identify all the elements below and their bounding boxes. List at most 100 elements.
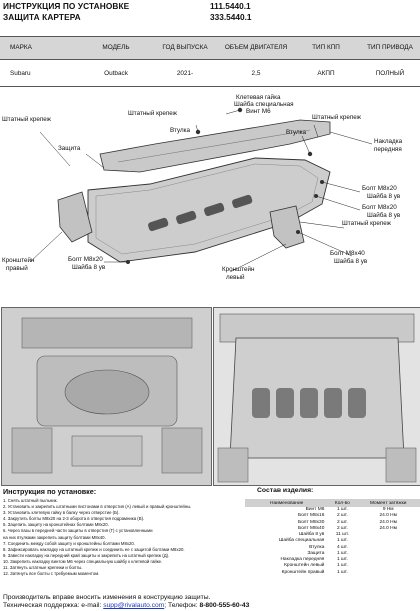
components-header-row: Наименование Кол-во Момент затяжки (245, 499, 420, 507)
item-name: Шайба 8 ув (299, 532, 325, 538)
support-line: Техническая поддержка: e-mail: supp@riva… (3, 602, 418, 610)
right-bracket-shape (57, 191, 93, 243)
instruction-step: 8. Зафиксировать накладку на штатный кре… (3, 546, 185, 552)
underbody-before-illustration (2, 308, 211, 485)
label-bolt-m8x20-r2: Болт М8х20 (362, 204, 397, 211)
table-row: Шайба 8 ув 11 шт. (245, 532, 420, 538)
exploded-assembly-diagram: Штатный крепеж Штатный крепеж Втулка Кле… (0, 92, 420, 307)
label-front-pad-1: Накладка (374, 138, 403, 145)
col-drive: ТИП ПРИВОДА (360, 36, 420, 60)
item-torque: 24.0 Нм (379, 519, 397, 525)
components-title: Состав изделия: (257, 487, 314, 494)
label-special-washer: Шайба специальная (234, 101, 294, 108)
col-brand: МАРКА (0, 36, 82, 60)
item-torque: 9 Нм (382, 507, 394, 513)
instruction-step: 6. Через пазы в передней части защиты в … (3, 528, 153, 534)
label-bolt-m8x20-bottom: Болт М8х20 (68, 256, 103, 263)
article-code-1: 111.5440.1 (210, 1, 251, 11)
components-table: Наименование Кол-во Момент затяжки Винт … (245, 499, 420, 576)
item-name: Накладка передняя (280, 557, 325, 563)
label-washer-r1: Шайба 8 ув (367, 193, 401, 200)
guard-slot-4 (232, 194, 253, 209)
label-front-pad-2: передняя (374, 146, 402, 153)
label-screw-m6: Винт М6 (246, 108, 271, 115)
model-value: Outback (82, 59, 150, 87)
item-qty: 1 шт. (336, 538, 348, 544)
item-name: Защита (307, 550, 325, 556)
support-email-link[interactable]: supp@rivalauto.com (103, 602, 165, 610)
product-title: ЗАЩИТА КАРТЕРА (3, 12, 81, 22)
item-name: Винт М6 (305, 507, 325, 513)
label-std-mount-top: Штатный крепеж (128, 110, 177, 117)
front-pad-fold (117, 129, 311, 163)
label-bracket-left-2: левый (226, 274, 245, 281)
item-torque: 24.0 Нм (379, 525, 397, 531)
underbody-photo-installed (213, 307, 420, 486)
underbody-installed-illustration (214, 308, 420, 485)
item-name: Кронштейн правый (281, 569, 325, 575)
instructions-section: Инструкция по установке: 1. Снять штатны… (0, 484, 420, 594)
vehicle-specs-table: МАРКА МОДЕЛЬ ГОД ВЫПУСКА ОБЪЕМ ДВИГАТЕЛЯ… (0, 36, 420, 87)
item-qty: 1 шт. (336, 557, 348, 563)
item-torque (356, 570, 420, 576)
label-washer-r2: Шайба 8 ув (367, 212, 401, 219)
label-washer-m8x40: Шайба 8 ув (334, 258, 368, 265)
col-year: ГОД ВЫПУСКА (150, 36, 220, 60)
col-torque: Момент затяжки (356, 499, 420, 507)
item-qty: 11 шт. (335, 532, 349, 538)
instruction-step: 4. Закрутить болты М8х20 на 2-3 оборота … (3, 516, 145, 522)
table-row: Защита 1 шт. (245, 551, 420, 557)
col-name: Наименование (245, 499, 329, 507)
drive-value: ПОЛНЫЙ (360, 59, 420, 87)
footer: Производитель вправе вносить изменения в… (3, 594, 418, 611)
item-qty: 2 шт. (336, 525, 348, 531)
label-bolt-m8x40: Болт М8х40 (330, 250, 365, 257)
instruction-step: 12. Затянуть все болты с требуемым момен… (3, 571, 100, 577)
brand-value: Subaru (0, 59, 82, 87)
year-value: 2021- (150, 59, 220, 87)
label-bushing-top: Втулка (170, 127, 191, 134)
label-std-mount-right: Штатный крепеж (312, 114, 361, 121)
guard-slot-1 (148, 217, 169, 232)
guard-rim (95, 163, 319, 255)
assembly-drawing (29, 107, 373, 273)
instruction-step: 10. Закрепить накладку винтом М6 через с… (3, 558, 163, 564)
table-row: Кронштейн правый 1 шт. (245, 570, 420, 576)
instruction-steps: 1. Снять штатный пыльник. 2. Установить … (3, 498, 248, 577)
instruction-step: 3. Установить клетевую гайку в балку чер… (3, 510, 120, 516)
instruction-title: ИНСТРУКЦИЯ ПО УСТАНОВКЕ (3, 1, 130, 11)
guard-slot-3 (204, 202, 225, 217)
label-cage-nut: Клетевая гайка (236, 94, 281, 101)
label-bracket-left-1: Кронштейн (222, 266, 255, 273)
document-header: ИНСТРУКЦИЯ ПО УСТАНОВКЕ 111.5440.1 ЗАЩИТ… (0, 0, 420, 26)
specs-header-row: МАРКА МОДЕЛЬ ГОД ВЫПУСКА ОБЪЕМ ДВИГАТЕЛЯ… (0, 36, 420, 60)
item-qty: 1 шт. (336, 550, 348, 556)
specs-value-row: Subaru Outback 2021- 2,5 АКПП ПОЛНЫЙ (0, 59, 420, 87)
guard-slot-2 (176, 210, 197, 225)
leader-lines (29, 109, 373, 273)
col-model: МОДЕЛЬ (82, 36, 150, 60)
gearbox-value: АКПП (292, 59, 360, 87)
label-bushing-right: Втулка (286, 129, 307, 136)
item-name: Болт М8х16 (297, 513, 325, 519)
item-name: Шайба специальная (279, 538, 325, 544)
item-qty: 1 шт. (336, 563, 348, 569)
label-std-mount-left: Штатный крепеж (2, 116, 51, 123)
table-row: Накладка передняя 1 шт. (245, 557, 420, 563)
support-phone: 8-800-555-60-43 (199, 602, 250, 610)
table-row: Шайба специальная 1 шт. (245, 538, 420, 544)
instruction-step: 11. Затянуть штатные крепежи и болты. (3, 565, 83, 571)
label-bolt-m8x20-r1: Болт М8х20 (362, 185, 397, 192)
instruction-step: 2. Установить и закрепить штатными писто… (3, 504, 192, 510)
item-qty: 1 шт. (336, 569, 348, 575)
col-qty: Кол-во (328, 499, 357, 507)
engine-value: 2,5 (220, 59, 292, 87)
instruction-step: 7. Соединить между собой защиту и кроншт… (3, 540, 136, 546)
instruction-step: 1. Снять штатный пыльник. (3, 498, 58, 503)
item-qty: 4 шт. (336, 544, 348, 550)
item-name: Болт М8х30 (297, 519, 325, 525)
